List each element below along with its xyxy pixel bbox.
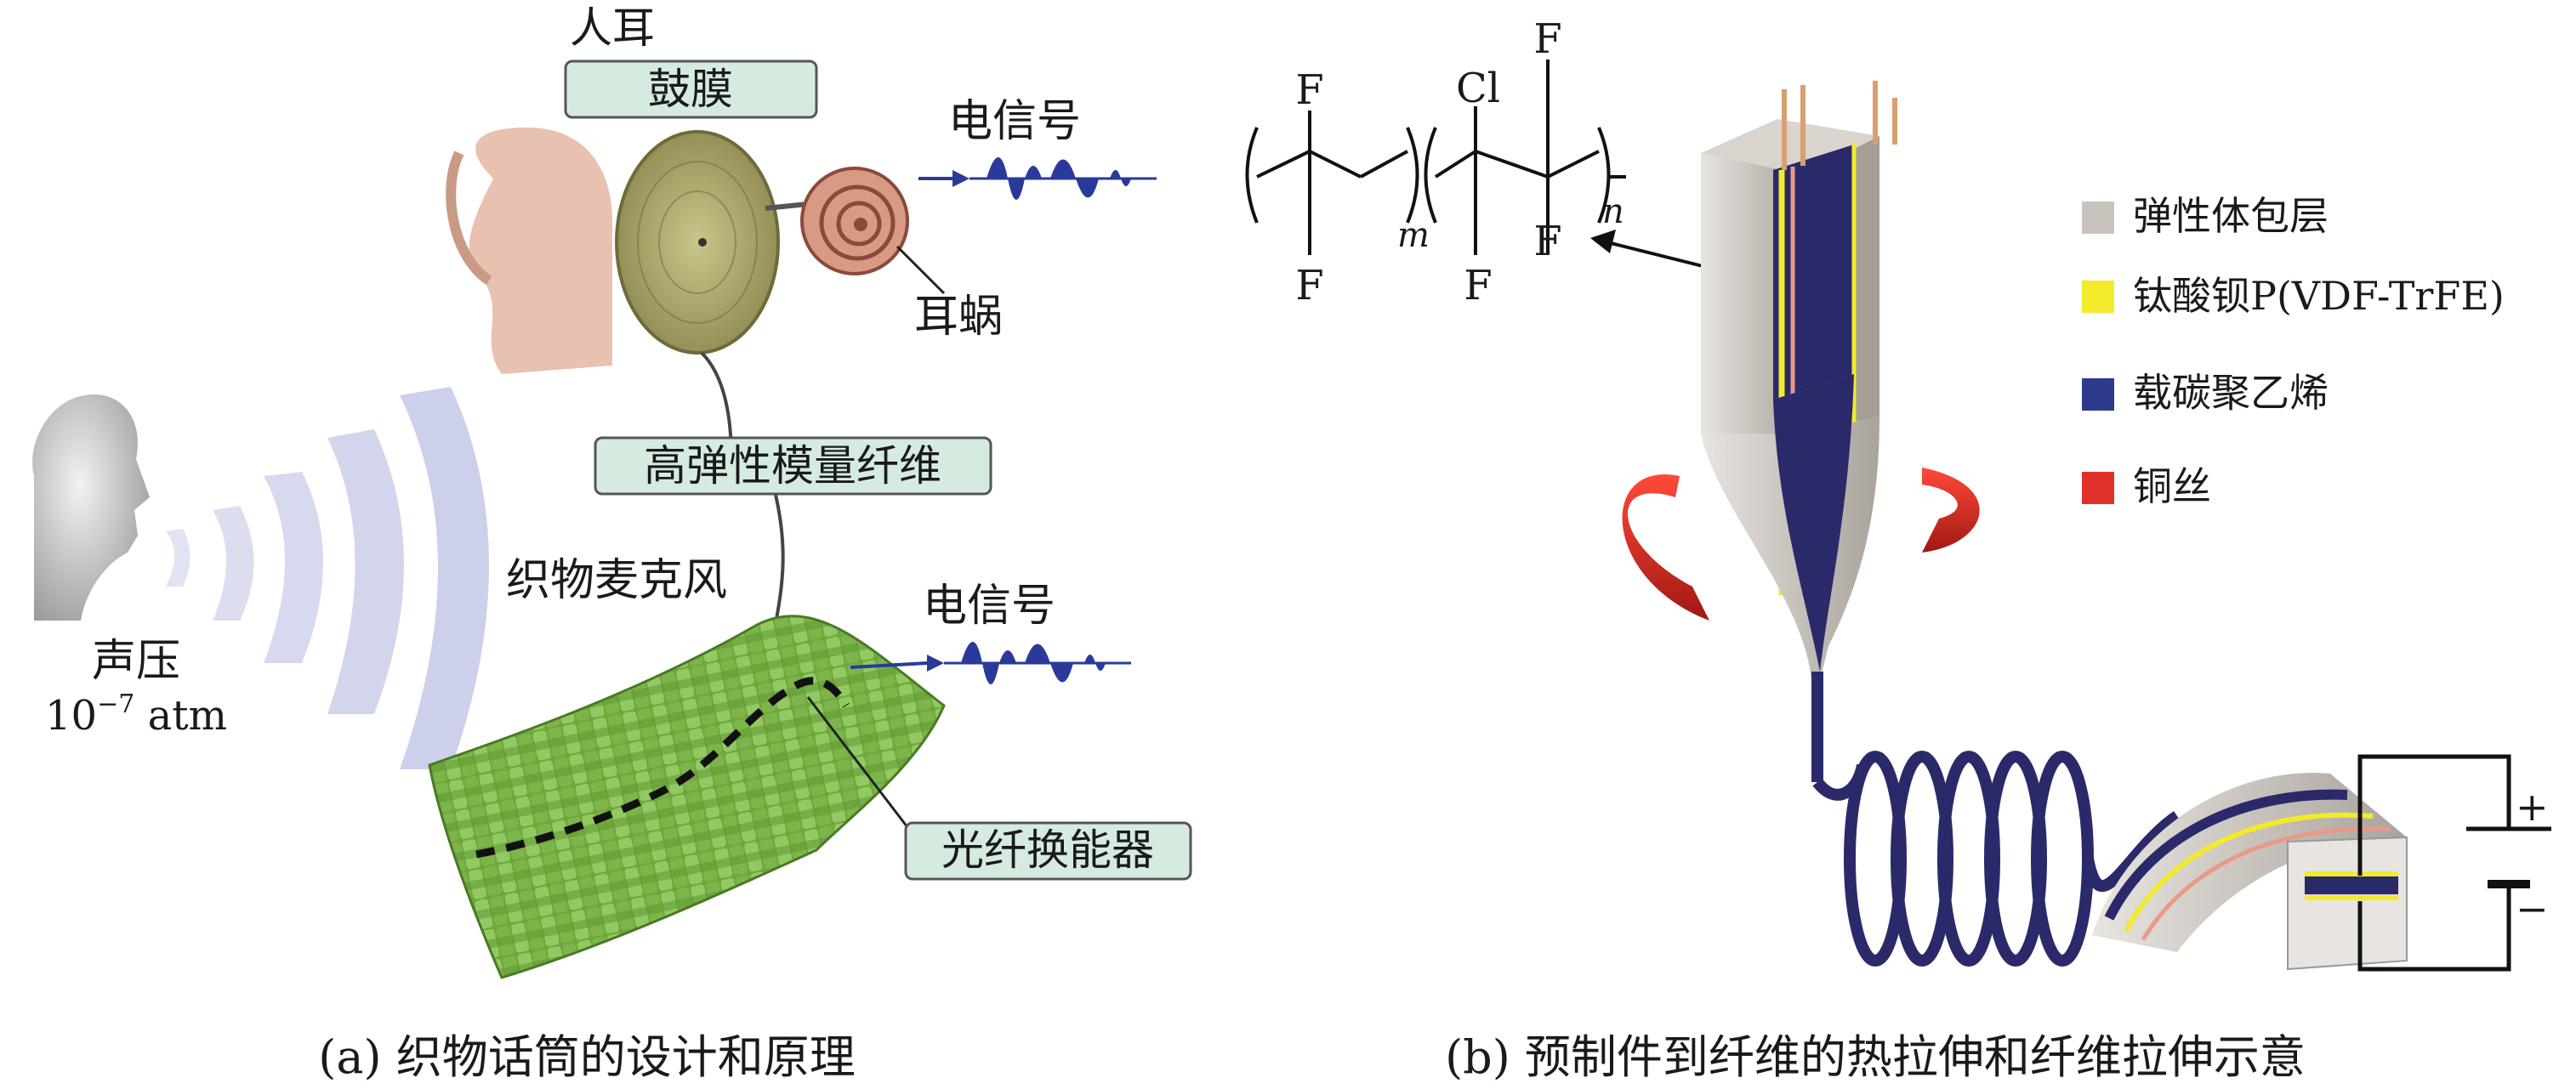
human-head-icon: [32, 394, 150, 621]
panel-a-caption: (a) 织物话筒的设计和原理: [318, 1030, 856, 1084]
legend-label-elastomer: 弹性体包层: [2133, 193, 2329, 239]
legend-swatch-cpe: [2082, 378, 2114, 411]
preform-illustration: [1701, 81, 1897, 782]
formula-m: m: [1397, 216, 1430, 255]
formula-f2: F: [1295, 262, 1323, 309]
sound-pressure-label: 声压: [92, 636, 180, 687]
eardrum-icon: [615, 130, 809, 354]
eardrum-label-box: [564, 60, 818, 119]
electric-signal-top-label: 电信号: [948, 96, 1081, 147]
formula-f1: F: [1295, 66, 1323, 114]
cochlea-label: 耳蜗: [914, 292, 1003, 343]
legend-label-batio3: 钛酸钡P(VDF-TrFE): [2133, 273, 2505, 319]
chemical-formula: [1245, 60, 1626, 255]
cochlea-icon: [800, 167, 909, 275]
waveform-bottom: [944, 642, 1131, 684]
heating-ring-icon: [1622, 468, 1980, 621]
signal-arrow-top: [918, 170, 970, 187]
battery-plus: +: [2516, 784, 2549, 830]
cochlea-pointer: [896, 245, 946, 295]
legend-label-copper: 铜丝: [2133, 463, 2211, 509]
human-ear-label: 人耳: [570, 3, 655, 53]
electric-signal-bottom-label: 电信号: [923, 581, 1055, 632]
legend: 弹性体包层 钛酸钡P(VDF-TrFE) 载碳聚乙烯 铜丝: [2082, 193, 2505, 509]
fiber-label-box: [594, 436, 992, 496]
legend-label-cpe: 载碳聚乙烯: [2133, 370, 2329, 416]
fabric-microphone-icon: [428, 615, 946, 979]
battery-circuit: [2357, 754, 2551, 972]
legend-swatch-copper: [2082, 472, 2114, 504]
transducer-label-box: [904, 821, 1192, 881]
formula-cl: Cl: [1456, 65, 1500, 112]
legend-swatch-elastomer: [2082, 201, 2114, 234]
formula-f5: F: [1533, 218, 1561, 265]
battery-minus: −: [2516, 886, 2549, 932]
fiber-ribbon-end: [2092, 773, 2408, 971]
legend-swatch-batio3: [2082, 281, 2114, 313]
signal-arrow-bottom: [850, 655, 944, 672]
high-modulus-fiber-label: 高弹性模量纤维: [644, 441, 941, 491]
pressure-value: 10−7 atm: [45, 689, 227, 740]
fiber-transducer-label: 光纤换能器: [941, 825, 1154, 875]
eardrum-label: 鼓膜: [648, 65, 733, 114]
formula-f4: F: [1533, 15, 1561, 63]
waveform-top: [970, 157, 1157, 200]
formula-n: n: [1602, 192, 1624, 231]
panel-b-caption: (b) 预制件到纤维的热拉伸和纤维拉伸示意: [1445, 1030, 2306, 1084]
fiber-coil: [1812, 751, 2181, 967]
sound-waves: [166, 387, 489, 769]
ear-illustration: [446, 128, 612, 374]
fabric-microphone-label: 织物麦克风: [506, 555, 727, 606]
transducer-pointer: [806, 696, 920, 842]
formula-f3: F: [1464, 262, 1492, 309]
